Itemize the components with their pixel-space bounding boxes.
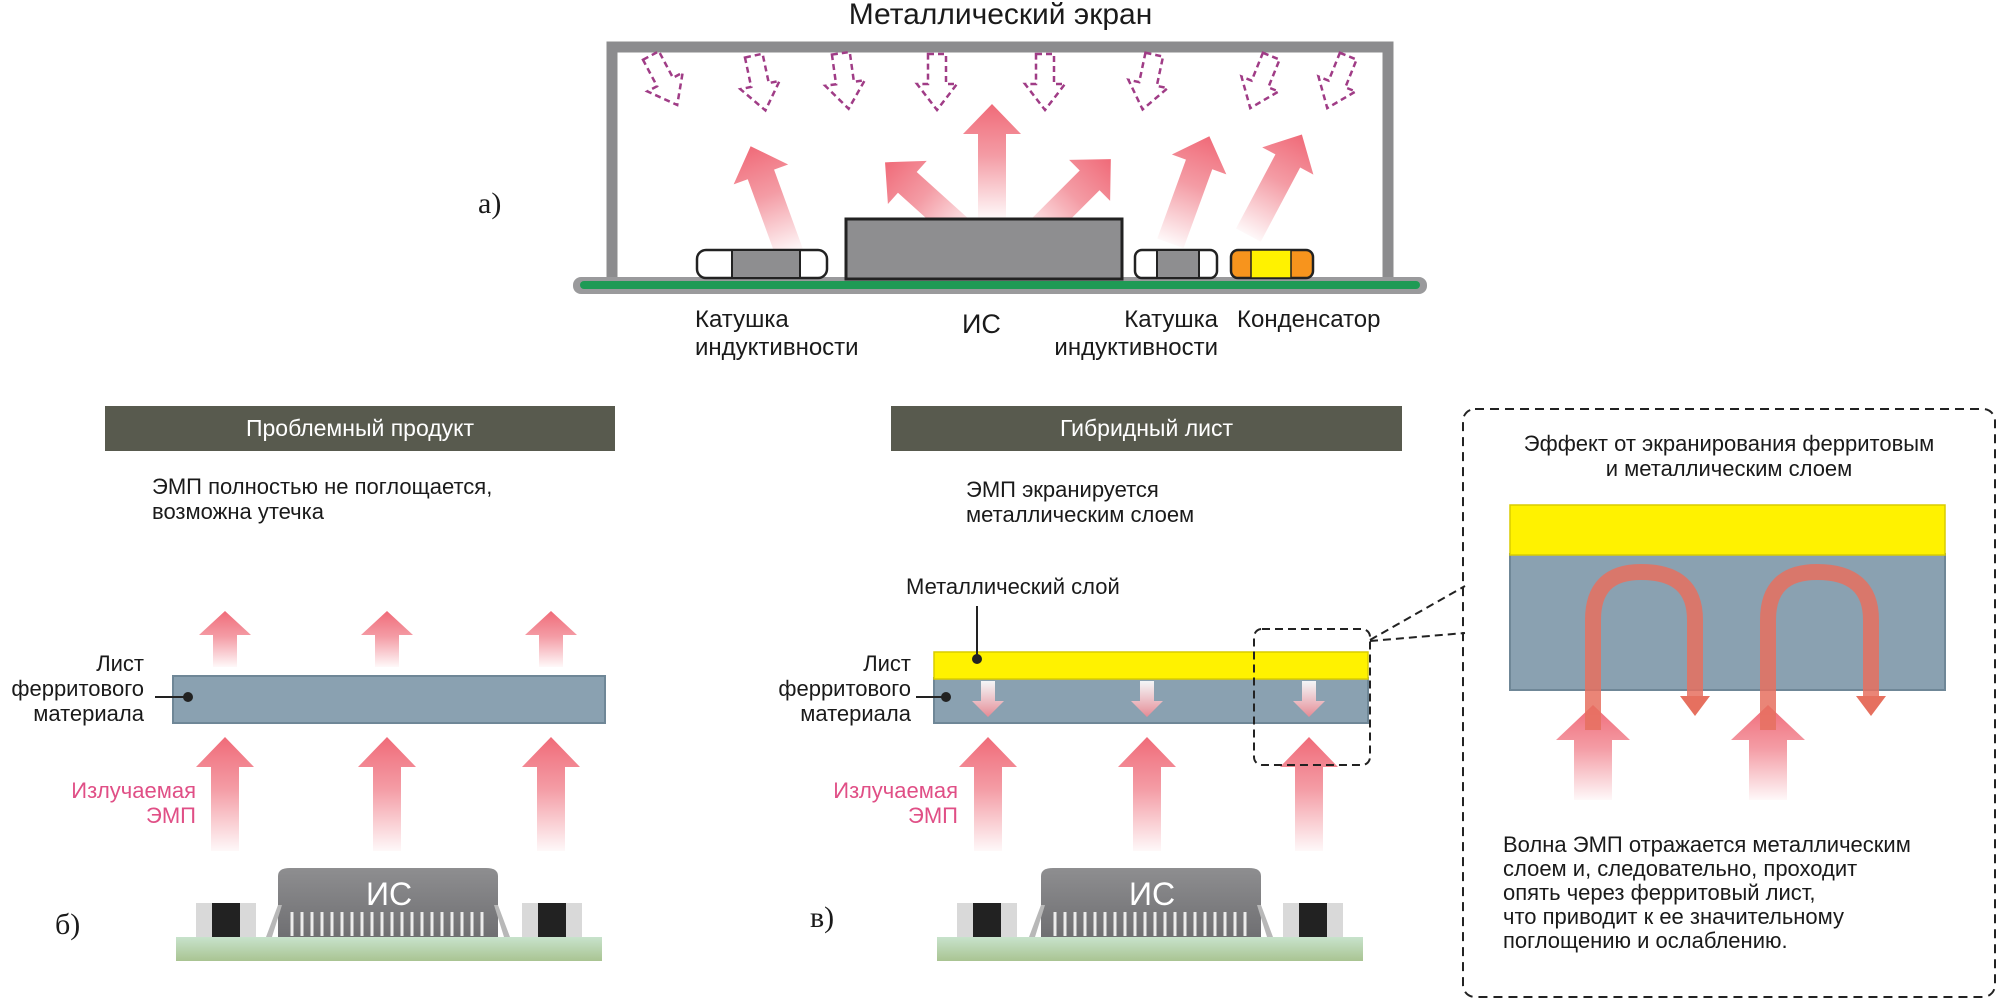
reflected-arrow: [1023, 52, 1067, 112]
detail-title-line1: Эффект от экранирования ферритовым: [1523, 431, 1935, 456]
left-ferrite-pointer: [155, 692, 193, 702]
reflected-arrow: [915, 52, 959, 112]
shield-title: Металлический экран: [848, 0, 1153, 31]
left-leak-arrows-above: [199, 611, 577, 667]
reflected-arrow: [1307, 47, 1369, 117]
detail-metal-layer: [1509, 504, 1946, 556]
mid-ic-label: ИС: [1129, 876, 1176, 912]
left-emission-label: Излучаемая ЭМП: [20, 778, 196, 828]
mid-metal-layer: [933, 651, 1369, 680]
metal-layer-label: Металлический слой: [906, 574, 1120, 599]
mid-description-line1: ЭМП экранируется: [966, 477, 1159, 502]
mid-ferrite-pointer: [916, 692, 951, 702]
top-inductor-left: [695, 248, 829, 280]
detail-reflected-paths: [1585, 563, 1879, 730]
mid-ferrite-label: Лист ферритового материала: [750, 651, 911, 726]
left-ferrite-sheet: [172, 675, 606, 724]
detail-description: Волна ЭМП отражается металлическим слоем…: [1503, 833, 1911, 953]
reflected-arrow: [1230, 47, 1292, 117]
detail-reflected-arrowheads: [1680, 696, 1886, 716]
metal-shield-enclosure: [606, 41, 1394, 278]
detail-description-line1: Волна ЭМП отражается металлическим: [1503, 832, 1911, 857]
left-emission-arrows-below: [196, 737, 580, 851]
emission-arrow: [723, 136, 817, 264]
label-inductor-right-line1: Катушка: [1124, 306, 1218, 333]
left-emission-label-line2: ЭМП: [146, 803, 196, 828]
top-capacitor: [1229, 248, 1315, 280]
left-description-line2: возможна утечка: [152, 499, 324, 524]
mid-emission-label: Излучаемая ЭМП: [780, 778, 958, 828]
label-top-ic: ИС: [962, 309, 1001, 339]
top-inductor-right: [1133, 248, 1219, 280]
mid-ic-pins: [1053, 912, 1247, 936]
left-ic-label: ИС: [366, 876, 413, 912]
detail-description-line4: что приводит к ее значительному: [1503, 904, 1845, 929]
label-inductor-left-line1: Катушка: [695, 306, 789, 333]
label-capacitor: Конденсатор: [1237, 306, 1381, 333]
mid-ferrite-label-line2: ферритового: [778, 676, 911, 701]
emission-arrow: [1143, 126, 1237, 254]
left-ferrite-label: Лист ферритового материала: [0, 651, 144, 726]
banner-problem-product: Проблемный продукт: [105, 406, 615, 451]
mid-emission-label-line2: ЭМП: [908, 803, 958, 828]
label-inductor-right-line2: индуктивности: [1054, 334, 1218, 361]
mid-emission-label-line1: Излучаемая: [833, 778, 958, 803]
panel-label-a: а): [478, 187, 502, 220]
left-description: ЭМП полностью не поглощается, возможна у…: [152, 474, 492, 524]
reflected-arrow: [732, 50, 787, 116]
detail-incoming-arrows: [1556, 705, 1805, 800]
emission-arrow: [963, 104, 1021, 218]
left-ic-pins: [290, 912, 484, 936]
mid-description-line2: металлическим слоем: [966, 502, 1195, 527]
label-inductor-left-line2: индуктивности: [695, 334, 859, 361]
mid-pcb-assembly: [937, 868, 1363, 961]
detail-description-line3: опять через ферритовый лист,: [1503, 880, 1816, 905]
emission-arrow: [1222, 120, 1328, 249]
reflected-arrow: [819, 49, 870, 113]
detail-description-line5: поглощению и ослаблению.: [1503, 928, 1788, 953]
mid-emission-arrows-below: [959, 737, 1338, 851]
top-pcb: [573, 277, 1427, 294]
mid-ferrite-label-line1: Лист: [863, 651, 911, 676]
label-inductor-right: Катушка индуктивности: [1048, 306, 1218, 362]
panel-label-b: б): [55, 908, 81, 941]
mid-ferrite-label-line3: материала: [800, 701, 911, 726]
zoom-callout: [1253, 585, 1466, 766]
reflected-arrow: [1121, 49, 1176, 115]
left-description-line1: ЭМП полностью не поглощается,: [152, 474, 493, 499]
detail-description-line2: слоем и, следовательно, проходит: [1503, 856, 1858, 881]
reflected-emission-arrows: [632, 44, 1369, 117]
top-ic-chip: [844, 217, 1124, 281]
left-pcb-assembly: [176, 868, 602, 961]
left-ferrite-label-line2: ферритового: [11, 676, 144, 701]
metal-layer-pointer: [972, 606, 982, 664]
panel-label-c: в): [810, 901, 835, 934]
label-inductor-left: Катушка индуктивности: [695, 306, 859, 362]
detail-title-line2: и металлическим слоем: [1605, 456, 1853, 481]
reflected-arrow: [632, 44, 697, 116]
left-ferrite-label-line1: Лист: [96, 651, 144, 676]
left-ferrite-label-line3: материала: [33, 701, 144, 726]
mid-description: ЭМП экранируется металлическим слоем: [966, 477, 1194, 527]
left-emission-label-line1: Излучаемая: [71, 778, 196, 803]
banner-hybrid-sheet: Гибридный лист: [891, 406, 1402, 451]
detail-ferrite-sheet: [1509, 553, 1946, 691]
detail-title: Эффект от экранирования ферритовым и мет…: [1463, 431, 1995, 481]
